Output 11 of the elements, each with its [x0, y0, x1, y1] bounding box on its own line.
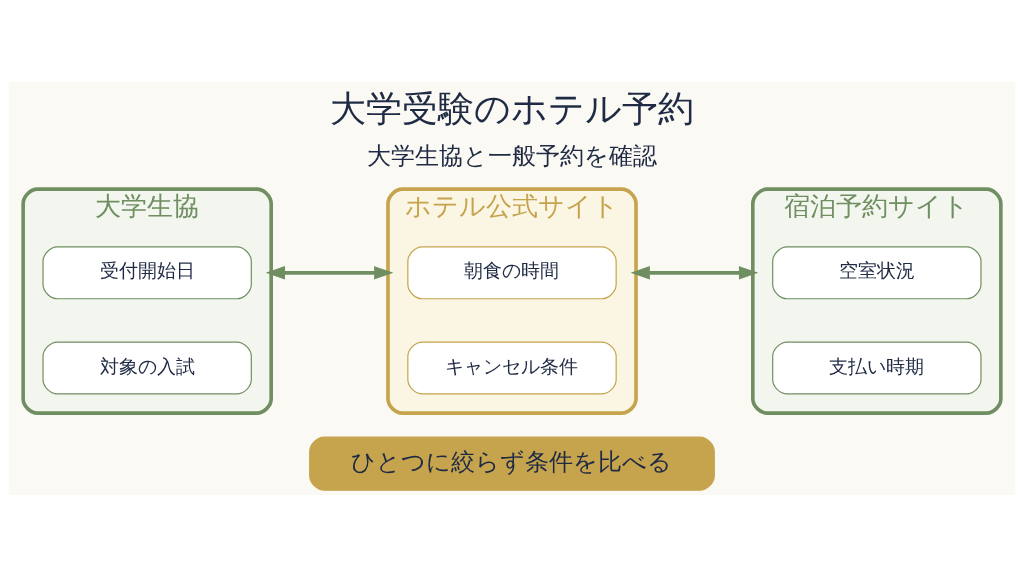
- node-box: 受付開始日: [42, 245, 252, 299]
- node-box: ひとつに絞らず条件を比べる: [309, 436, 715, 491]
- node-box: 対象の入試: [42, 340, 252, 394]
- node-box: 朝食の時間: [407, 245, 617, 299]
- diagram-title: 大学受験のホテル予約: [330, 86, 694, 130]
- arrow: [630, 265, 759, 280]
- node-box: 空室状況: [772, 245, 982, 299]
- node-box: キャンセル条件: [407, 340, 617, 394]
- arrow: [265, 265, 394, 280]
- label: 大学生協と一般予約を確認: [367, 141, 657, 170]
- node-box: 支払い時期: [772, 340, 982, 394]
